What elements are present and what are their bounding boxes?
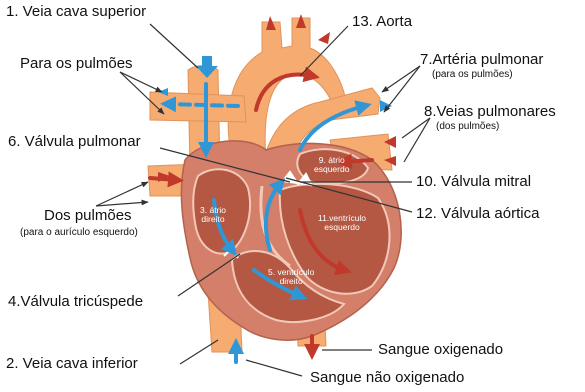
label-superior-vena-cava: 1. Veia cava superior [6, 4, 146, 19]
label-pulmonary-veins: 8.Veias pulmonares [424, 104, 556, 119]
leader-vpul-2 [404, 118, 430, 162]
label-tricuspid-valve: 4.Válvula tricúspede [8, 294, 143, 309]
chamber-left-ventricle-l2: esquerdo [324, 222, 359, 232]
label-oxygenated-blood: Sangue oxigenado [378, 342, 503, 357]
leader-nao-oxig [246, 360, 302, 376]
chamber-left-atrium: 9. átrio esquerdo [314, 156, 349, 174]
chamber-left-atrium-l2: esquerdo [314, 164, 349, 174]
leader-ap-1 [382, 66, 420, 92]
label-inferior-vena-cava: 2. Veia cava inferior [6, 356, 138, 371]
chamber-right-atrium-l2: direito [201, 214, 224, 224]
chamber-left-ventricle: 11.ventrículo esquerdo [318, 214, 366, 232]
chamber-right-atrium: 3. átrio direito [200, 206, 226, 224]
label-aorta: 13. Aorta [352, 14, 412, 29]
label-aortic-valve: 12. Válvula aórtica [416, 206, 539, 221]
label-from-lungs-sub: (para o aurículo esquerdo) [20, 228, 138, 238]
label-pulmonary-valve: 6. Válvula pulmonar [8, 134, 141, 149]
label-pulmonary-artery-sub: (para os pulmões) [432, 70, 513, 80]
label-from-lungs: Dos pulmões [44, 208, 132, 223]
label-pulmonary-veins-sub: (dos pulmões) [436, 122, 499, 132]
label-deoxygenated-blood: Sangue não oxigenado [310, 370, 464, 385]
chamber-right-ventricle-l2: direito [280, 276, 303, 286]
chamber-right-ventricle: 5. ventrículo direito [268, 268, 314, 286]
leader-vpul-1 [402, 118, 430, 138]
leader-vcs [150, 24, 198, 68]
label-pulmonary-artery: 7.Artéria pulmonar [420, 52, 543, 67]
label-mitral-valve: 10. Válvula mitral [416, 174, 531, 189]
label-to-lungs: Para os pulmões [20, 56, 133, 71]
arrow-aorta-right [318, 32, 330, 44]
leader-para-1 [120, 72, 162, 92]
leader-ap-2 [384, 66, 420, 112]
